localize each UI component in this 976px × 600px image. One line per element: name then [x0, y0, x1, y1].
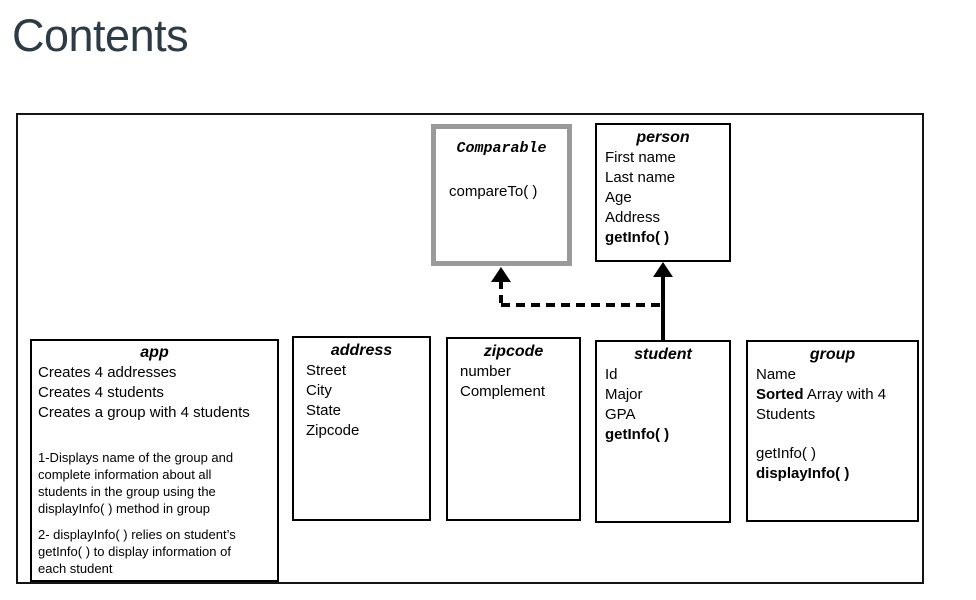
class-name-comparable: Comparable: [456, 140, 547, 157]
app-line-3: Creates a group with 4 students: [38, 404, 250, 421]
field-sorted-array: Sorted Array with 4 Students: [748, 385, 917, 425]
method-getinfo: getInfo( ): [756, 445, 817, 462]
class-box-person: person First name Last name Age Address …: [595, 123, 731, 262]
app-line-1: Creates 4 addresses: [38, 364, 177, 381]
class-name-student: student: [634, 346, 692, 363]
class-box-student: student Id Major GPA getInfo( ): [595, 340, 731, 523]
method-getinfo: getInfo( ): [605, 229, 670, 246]
class-name-zipcode: zipcode: [483, 343, 544, 360]
realization-arrow-hline: [501, 303, 665, 307]
field-complement: Complement: [460, 383, 546, 400]
field-name: Name: [756, 366, 797, 383]
class-name-address: address: [330, 342, 393, 359]
field-state: State: [306, 402, 342, 419]
class-name-group: group: [809, 346, 856, 363]
spacer: [32, 423, 277, 440]
realization-arrow-vline: [499, 281, 503, 306]
class-name-app: app: [140, 344, 169, 361]
app-note-1: 1-Displays name of the group and complet…: [38, 450, 234, 516]
field-sorted-array-bold: Sorted: [756, 386, 804, 403]
field-city: City: [306, 382, 332, 399]
class-box-app: app Creates 4 addresses Creates 4 studen…: [30, 339, 279, 582]
inheritance-arrow-line: [661, 275, 665, 340]
realization-arrow-head: [491, 267, 511, 282]
field-address: Address: [605, 209, 661, 226]
spacer: [748, 425, 917, 444]
class-box-group: group Name Sorted Array with 4 Students …: [746, 340, 919, 522]
app-note-2: 2- displayInfo( ) relies on student’s ge…: [38, 527, 236, 576]
field-first-name: First name: [605, 149, 676, 166]
field-id: Id: [605, 366, 618, 383]
inheritance-arrow-head: [653, 262, 673, 277]
class-box-address: address Street City State Zipcode: [292, 336, 431, 521]
method-compareto: compareTo( ): [449, 183, 538, 200]
field-last-name: Last name: [605, 169, 676, 186]
class-box-zipcode: zipcode number Complement: [446, 337, 581, 521]
field-zipcode: Zipcode: [306, 422, 360, 439]
field-number: number: [460, 363, 511, 380]
field-major: Major: [605, 386, 643, 403]
class-box-comparable: Comparable compareTo( ): [431, 124, 572, 266]
method-getinfo: getInfo( ): [605, 426, 670, 443]
field-sorted-array-rest: Array with 4 Students: [756, 386, 887, 423]
app-line-2: Creates 4 students: [38, 384, 164, 401]
class-name-person: person: [636, 129, 690, 146]
method-displayinfo: displayInfo( ): [756, 465, 850, 482]
page-title: Contents: [12, 10, 189, 61]
field-gpa: GPA: [605, 406, 636, 423]
field-age: Age: [605, 189, 632, 206]
field-street: Street: [306, 362, 347, 379]
